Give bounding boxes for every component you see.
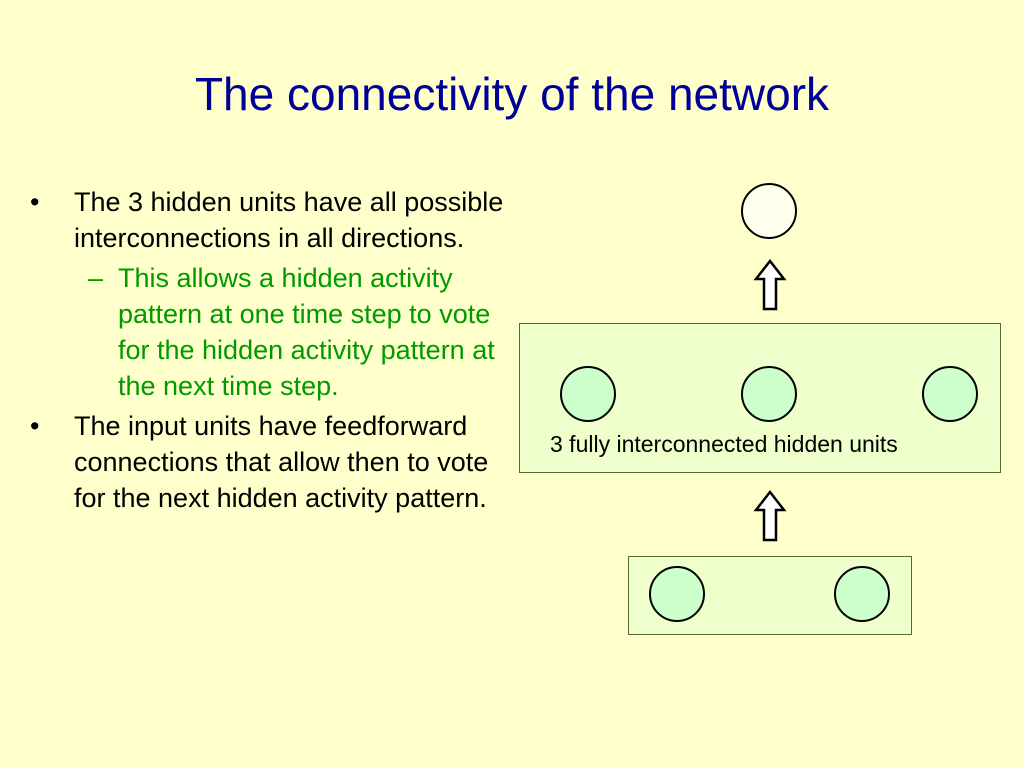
bullet-text: The input units have feedforward connect… bbox=[74, 411, 489, 513]
hidden-unit-1 bbox=[560, 366, 616, 422]
input-unit-2 bbox=[834, 566, 890, 622]
bullet-marker: • bbox=[30, 187, 40, 217]
hidden-box-label: 3 fully interconnected hidden units bbox=[550, 431, 898, 457]
sub-bullet-text: This allows a hidden activity pattern at… bbox=[118, 263, 495, 401]
sub-bullet-marker: – bbox=[88, 263, 104, 293]
hidden-unit-2 bbox=[741, 366, 797, 422]
bullet-marker: • bbox=[30, 411, 40, 441]
hidden-units-box: 3 fully interconnected hidden units bbox=[519, 323, 1001, 473]
bullet-item-1: • The 3 hidden units have all possible i… bbox=[26, 184, 506, 256]
bullet-list: • The 3 hidden units have all possible i… bbox=[26, 184, 506, 516]
input-units-box bbox=[628, 556, 912, 635]
bullet-text: The 3 hidden units have all possible int… bbox=[74, 187, 504, 253]
output-unit bbox=[741, 183, 797, 239]
slide-title: The connectivity of the network bbox=[194, 68, 830, 120]
input-unit-1 bbox=[649, 566, 705, 622]
hollow-up-arrow-icon bbox=[753, 489, 787, 542]
hollow-up-arrow-icon bbox=[753, 258, 787, 311]
bullet-item-2: • The input units have feedforward conne… bbox=[26, 408, 506, 516]
sub-bullet-item-1: – This allows a hidden activity pattern … bbox=[26, 260, 506, 404]
hidden-unit-3 bbox=[922, 366, 978, 422]
